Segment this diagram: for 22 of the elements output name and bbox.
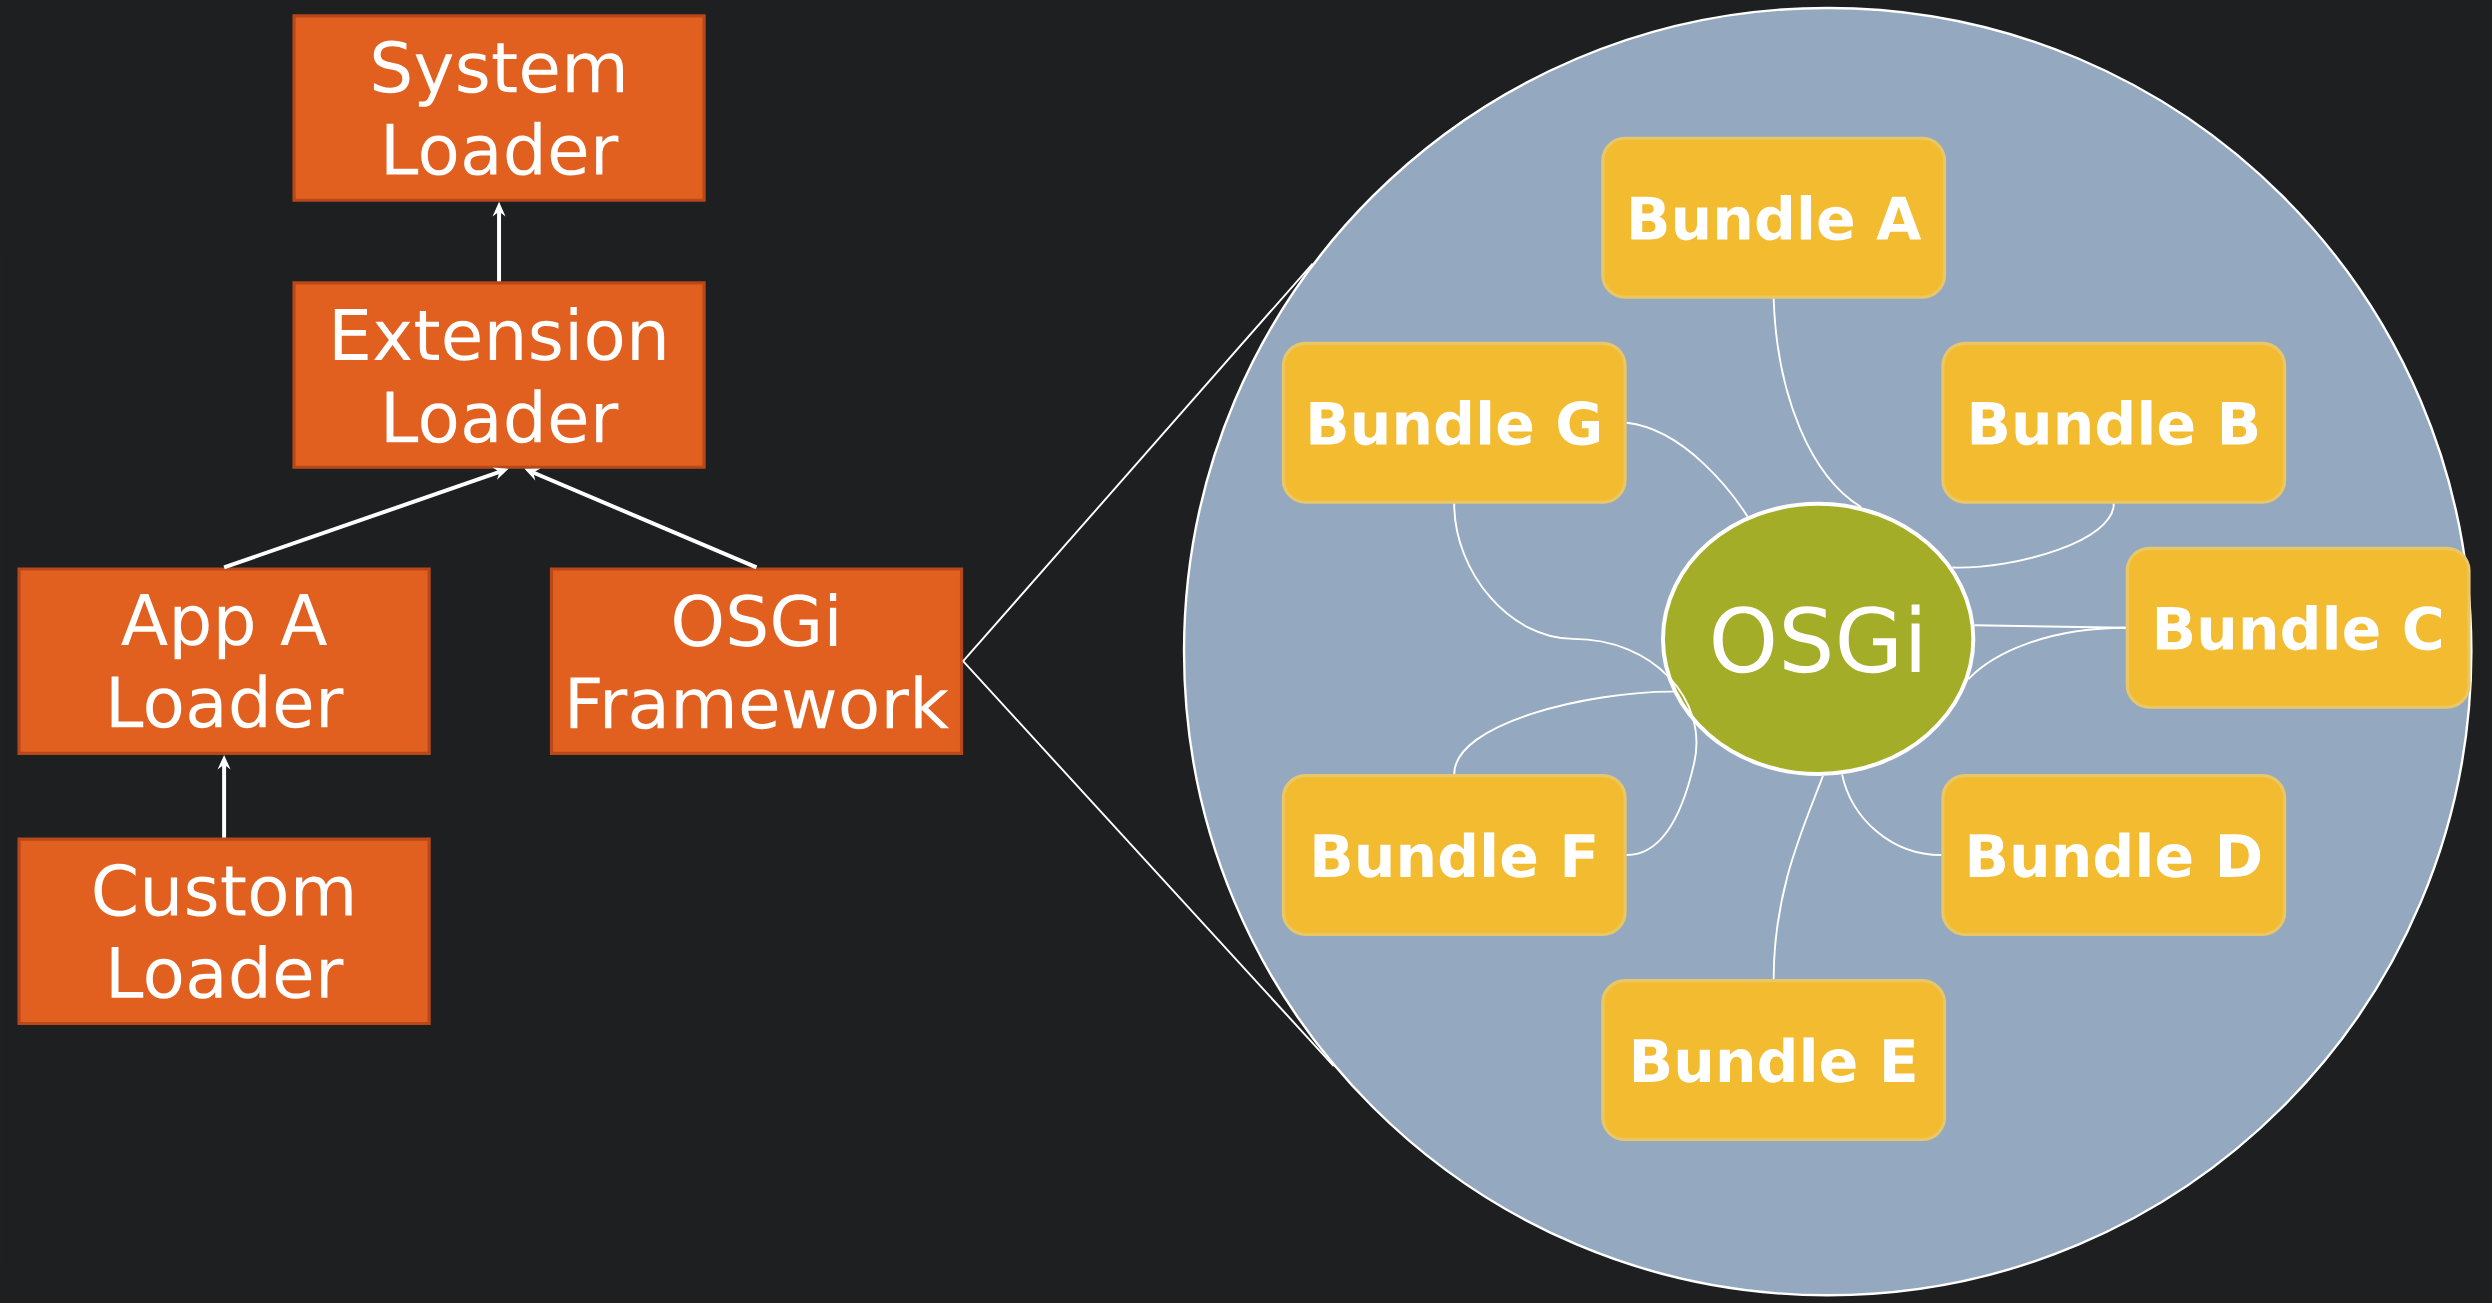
connector-line xyxy=(1951,502,2115,569)
loader-box: App A Loader xyxy=(17,567,431,755)
bundle-box: Bundle A xyxy=(1601,136,1947,299)
bundle-box: Bundle C xyxy=(2125,546,2471,709)
connector-line xyxy=(962,262,1314,662)
connector-line xyxy=(1625,421,1749,518)
connector-line xyxy=(1967,626,2127,680)
connector-line xyxy=(1841,773,1943,856)
bundle-box: Bundle D xyxy=(1941,773,2287,936)
connector-line xyxy=(962,660,1335,1067)
loader-box: Extension Loader xyxy=(292,281,706,469)
bundle-box: Bundle E xyxy=(1601,978,1947,1141)
loader-box: System Loader xyxy=(292,14,706,202)
bundle-box: Bundle F xyxy=(1281,773,1627,936)
connector-line xyxy=(1453,690,1675,775)
loader-box: Custom Loader xyxy=(17,837,431,1025)
connector-line xyxy=(1772,774,1824,980)
bundle-box: Bundle B xyxy=(1941,341,2287,504)
connector-line xyxy=(1772,297,1862,508)
connector-line xyxy=(1453,502,1698,856)
loader-box: OSGi Framework xyxy=(549,567,964,755)
bundle-box: Bundle G xyxy=(1281,341,1627,504)
